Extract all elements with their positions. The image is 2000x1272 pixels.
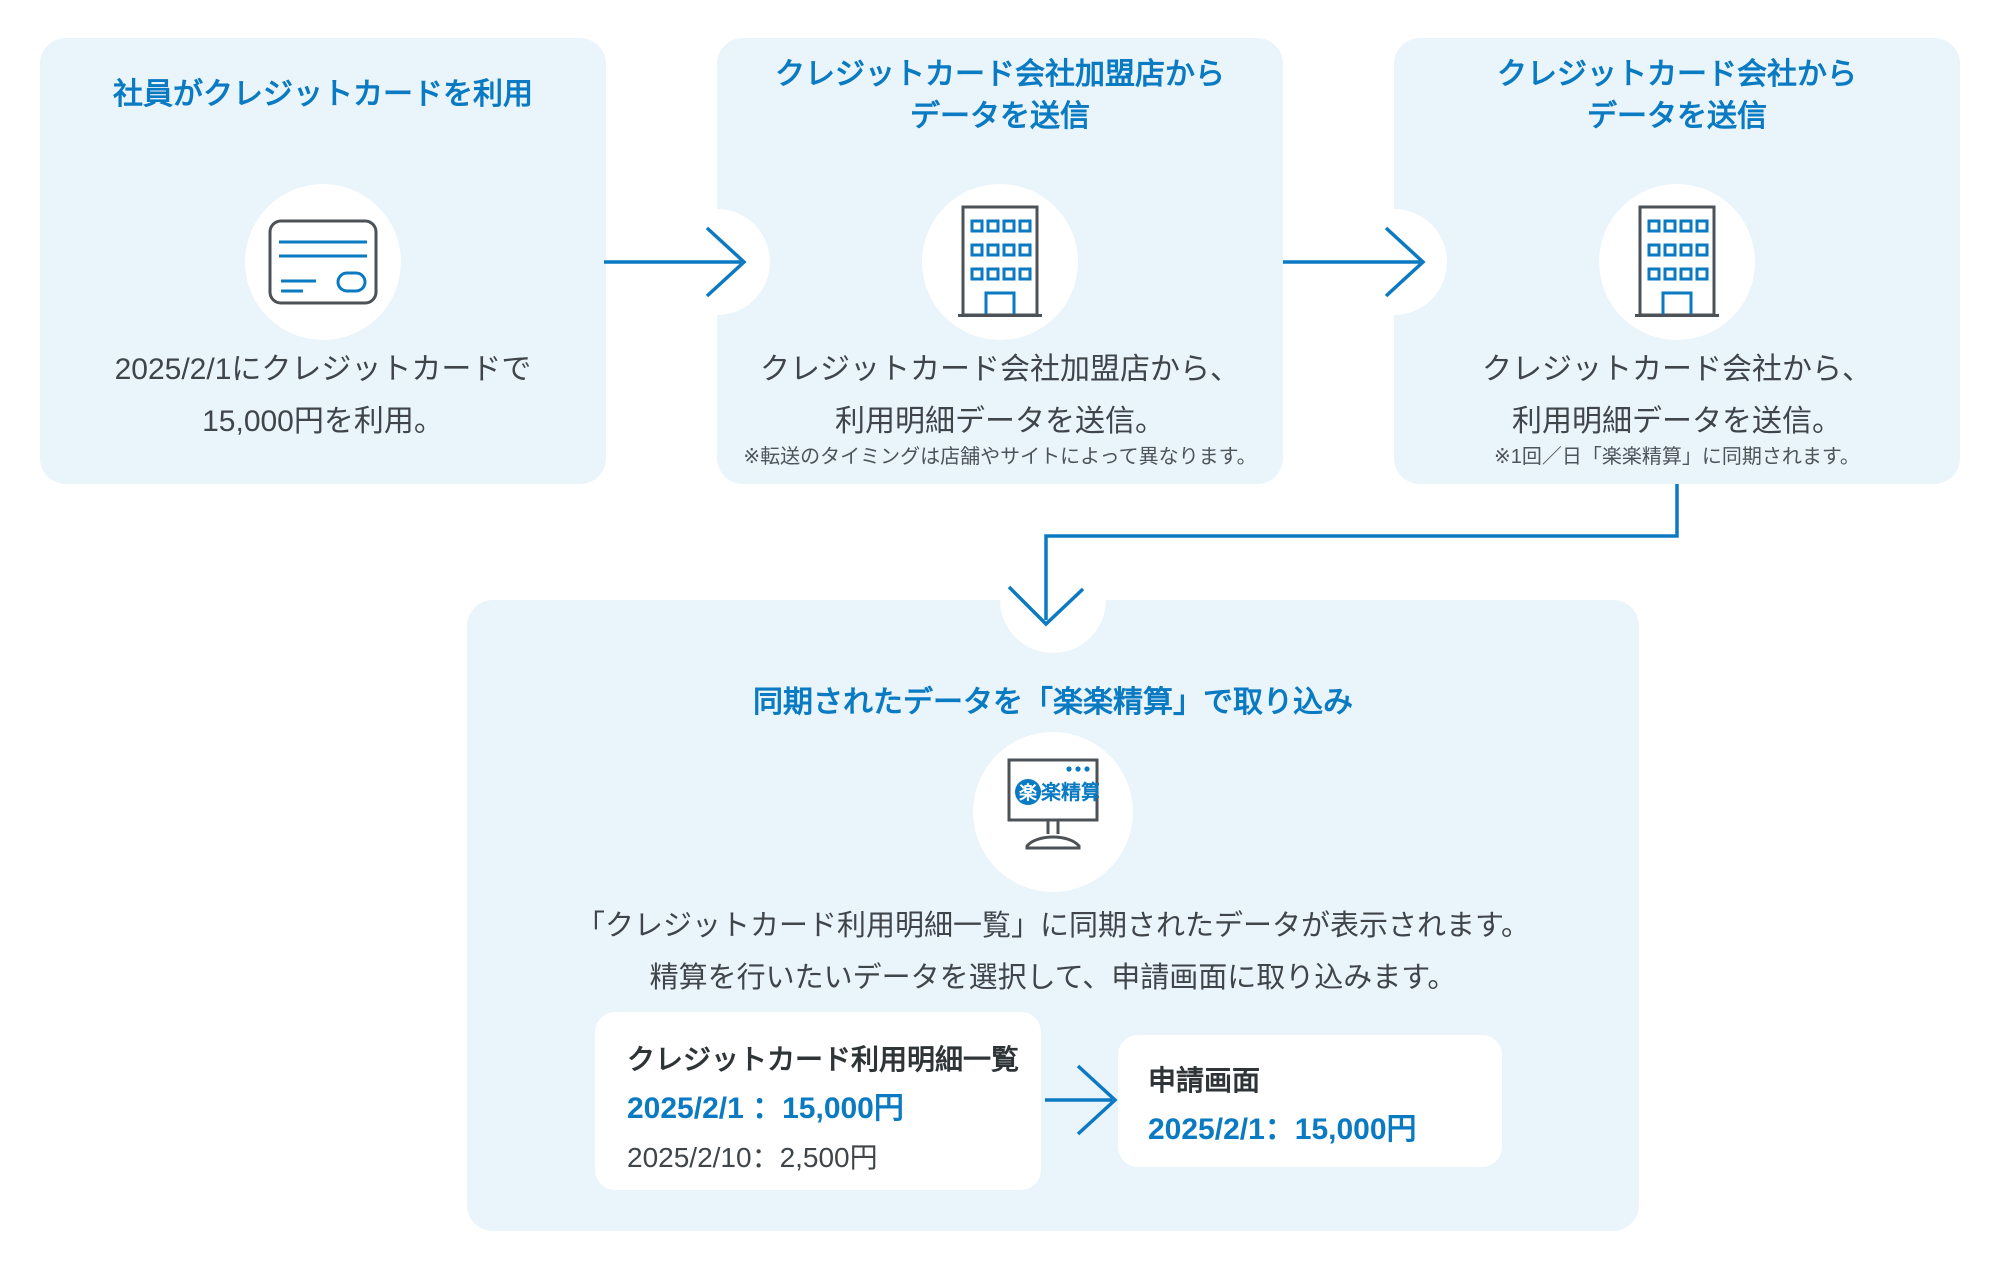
step3-description: クレジットカード会社から、 利用明細データを送信。 [1394, 344, 1960, 448]
step3-desc-line1: クレジットカード会社から、 [1482, 353, 1872, 386]
credit-card-statement-list-card: クレジットカード利用明細一覧 2025/2/1 ：15,000円 2025/2/… [595, 1012, 1041, 1190]
arrow-right-icon [1045, 1062, 1123, 1140]
step2-title-line2: データを送信 [910, 100, 1090, 133]
application-screen-card: 申請画面 2025/2/1：15,000円 [1118, 1035, 1502, 1167]
arrow-right-icon [1283, 218, 1428, 306]
step4-desc-line1: 「クレジットカード利用明細一覧」に同期されたデータが表示されます。 [575, 910, 1531, 942]
detail-card-normal-row: 2025/2/10：2,500円 [627, 1142, 878, 1173]
step1-desc-line1: 2025/2/1にクレジットカードで [114, 353, 532, 386]
detail-card-title: クレジットカード利用明細一覧 [627, 1044, 1020, 1075]
step2-note: ※転送のタイミングは店舗やサイトによって異なります。 [743, 446, 1257, 468]
step1-title: 社員がクレジットカードを利用 [113, 78, 533, 111]
step2-description: クレジットカード会社加盟店から、 利用明細データを送信。 [717, 344, 1283, 448]
step3-title: クレジットカード会社から データを送信 [1394, 54, 1960, 138]
detail-card-highlight-row: 2025/2/1 ：15,000円 [627, 1092, 904, 1125]
step3-title-line1: クレジットカード会社から [1497, 58, 1857, 91]
step2-desc-line2: 利用明細データを送信。 [835, 405, 1165, 438]
step2-title: クレジットカード会社加盟店から データを送信 [717, 54, 1283, 138]
apply-card-highlight-row: 2025/2/1：15,000円 [1148, 1113, 1417, 1146]
step1-desc-line2: 15,000円を利用。 [202, 405, 444, 438]
elbow-connector-down-arrow [1000, 480, 1700, 650]
logo-rest-text: 楽精算 [1041, 780, 1099, 804]
step4-desc-line2: 精算を行いたいデータを選択して、申請画面に取り込みます。 [649, 962, 1457, 994]
step3-note: ※1回／日「楽楽精算」に同期されます。 [1494, 446, 1860, 468]
rakuraku-seisan-logo: 楽 楽精算 [1015, 779, 1099, 805]
apply-card-title: 申請画面 [1148, 1065, 1261, 1096]
step4-description: 「クレジットカード利用明細一覧」に同期されたデータが表示されます。 精算を行いた… [467, 900, 1639, 1004]
arrow-right-icon [604, 218, 749, 306]
step4-title: 同期されたデータを「楽楽精算」で取り込み [753, 686, 1353, 719]
building-icon [958, 205, 1042, 319]
step3-desc-line2: 利用明細データを送信。 [1512, 405, 1842, 438]
step2-title-line1: クレジットカード会社加盟店から [775, 58, 1225, 91]
notch-circle [1000, 547, 1106, 653]
credit-card-icon [268, 219, 378, 305]
logo-first-char: 楽 [1019, 782, 1038, 803]
step3-title-line2: データを送信 [1587, 100, 1767, 133]
building-icon [1635, 205, 1719, 319]
monitor-icon: 楽 楽精算 [1007, 758, 1099, 860]
step2-desc-line1: クレジットカード会社加盟店から、 [760, 353, 1240, 386]
step1-description: 2025/2/1にクレジットカードで 15,000円を利用。 [40, 344, 606, 448]
